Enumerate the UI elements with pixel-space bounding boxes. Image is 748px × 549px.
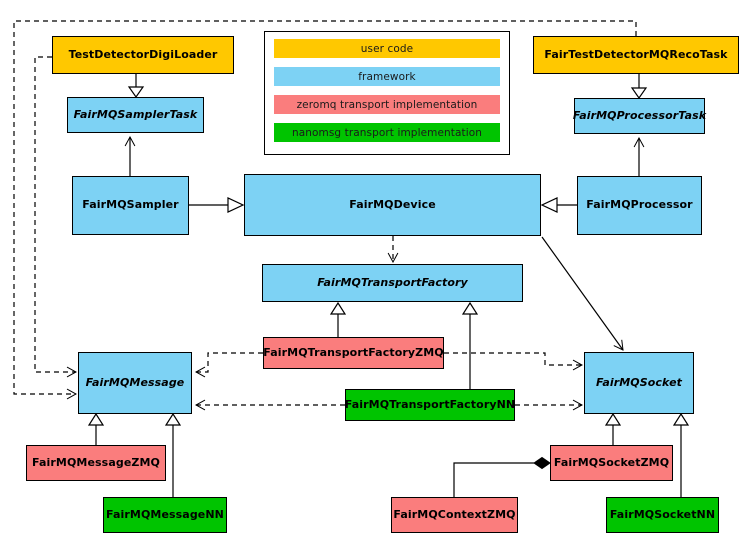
class-box-fairmqsampler[interactable]: FairMQSampler xyxy=(72,176,189,235)
class-box-fairmqsocket[interactable]: FairMQSocket xyxy=(584,352,694,414)
class-box-fairmqsocketzmq[interactable]: FairMQSocketZMQ xyxy=(550,445,673,481)
legend-item-zeromq: zeromq transport implementation xyxy=(274,95,500,114)
edge-tfzmq-transportfactory xyxy=(329,301,347,337)
class-box-fairmqmessage[interactable]: FairMQMessage xyxy=(78,352,192,414)
class-box-fairmqprocessortask[interactable]: FairMQProcessorTask xyxy=(572,98,707,134)
edge-tfzmq-message xyxy=(196,352,263,372)
class-box-label: FairMQMessageZMQ xyxy=(32,455,160,469)
legend-label-nanomsg: nanomsg transport implementation xyxy=(291,126,483,139)
edge-sampler-device xyxy=(189,197,245,213)
edge-socketnn-socket xyxy=(672,412,690,497)
edge-device-socket xyxy=(541,236,623,350)
class-box-label: FairMQTransportFactoryZMQ xyxy=(263,345,444,359)
class-box-fairmqmessagezmq[interactable]: FairMQMessageZMQ xyxy=(26,445,166,481)
class-box-fairmqtransportfactoryzmq[interactable]: FairMQTransportFactoryZMQ xyxy=(263,337,444,369)
class-box-fairtestdetectormqrecotask[interactable]: FairTestDetectorMQRecoTask xyxy=(533,36,739,74)
class-box-label: FairMQMessage xyxy=(85,375,185,389)
class-box-fairmqmessagenn[interactable]: FairMQMessageNN xyxy=(103,497,227,533)
class-box-label: FairMQSocket xyxy=(595,375,682,389)
edge-socketzmq-socket xyxy=(604,412,622,445)
legend-item-user-code: user code xyxy=(274,39,500,58)
class-box-label: FairMQMessageNN xyxy=(106,507,224,521)
edge-tfnn-transportfactory xyxy=(461,301,479,389)
class-box-fairmqsocketnn[interactable]: FairMQSocketNN xyxy=(606,497,719,533)
class-box-testdetectordigiloader[interactable]: TestDetectorDigiLoader xyxy=(52,36,234,74)
class-box-label: TestDetectorDigiLoader xyxy=(68,47,218,61)
class-box-fairmqsamplertask[interactable]: FairMQSamplerTask xyxy=(67,97,204,133)
edge-messagenn-message xyxy=(164,412,182,497)
class-box-fairmqtransportfactory[interactable]: FairMQTransportFactory xyxy=(262,264,523,302)
legend-item-framework: framework xyxy=(274,67,500,86)
edge-processor-device xyxy=(540,197,577,213)
class-box-fairmqprocessor[interactable]: FairMQProcessor xyxy=(577,176,702,235)
class-box-label: FairMQTransportFactory xyxy=(317,275,468,289)
legend-label-framework: framework xyxy=(358,70,416,83)
edge-digiloader-samplertask xyxy=(127,74,145,99)
class-box-label: FairMQProcessor xyxy=(586,198,693,212)
class-box-label: FairMQContextZMQ xyxy=(393,507,516,521)
class-box-label: FairMQSamplerTask xyxy=(73,107,198,121)
legend: user code framework zeromq transport imp… xyxy=(264,31,510,155)
edge-messagezmq-message xyxy=(87,412,105,445)
legend-label-user-code: user code xyxy=(360,42,414,55)
edge-contextzmq-socketzmq xyxy=(453,456,551,497)
class-box-label: FairMQSocketZMQ xyxy=(553,455,670,469)
legend-label-zeromq: zeromq transport implementation xyxy=(296,98,478,111)
class-box-label: FairMQTransportFactoryNN xyxy=(344,397,516,411)
legend-item-nanomsg: nanomsg transport implementation xyxy=(274,123,500,142)
class-box-label: FairMQDevice xyxy=(349,197,436,211)
class-box-label: FairMQProcessorTask xyxy=(572,108,707,122)
class-box-fairmqdevice[interactable]: FairMQDevice xyxy=(244,174,541,236)
class-box-label: FairTestDetectorMQRecoTask xyxy=(544,47,728,61)
class-box-fairmqtransportfactorynn[interactable]: FairMQTransportFactoryNN xyxy=(345,389,515,421)
class-box-label: FairMQSocketNN xyxy=(609,507,716,521)
edge-recotask-processortask xyxy=(630,74,648,100)
edge-tfzmq-socket xyxy=(444,352,582,365)
class-box-fairmqcontextzmq[interactable]: FairMQContextZMQ xyxy=(391,497,518,533)
class-box-label: FairMQSampler xyxy=(82,198,179,212)
